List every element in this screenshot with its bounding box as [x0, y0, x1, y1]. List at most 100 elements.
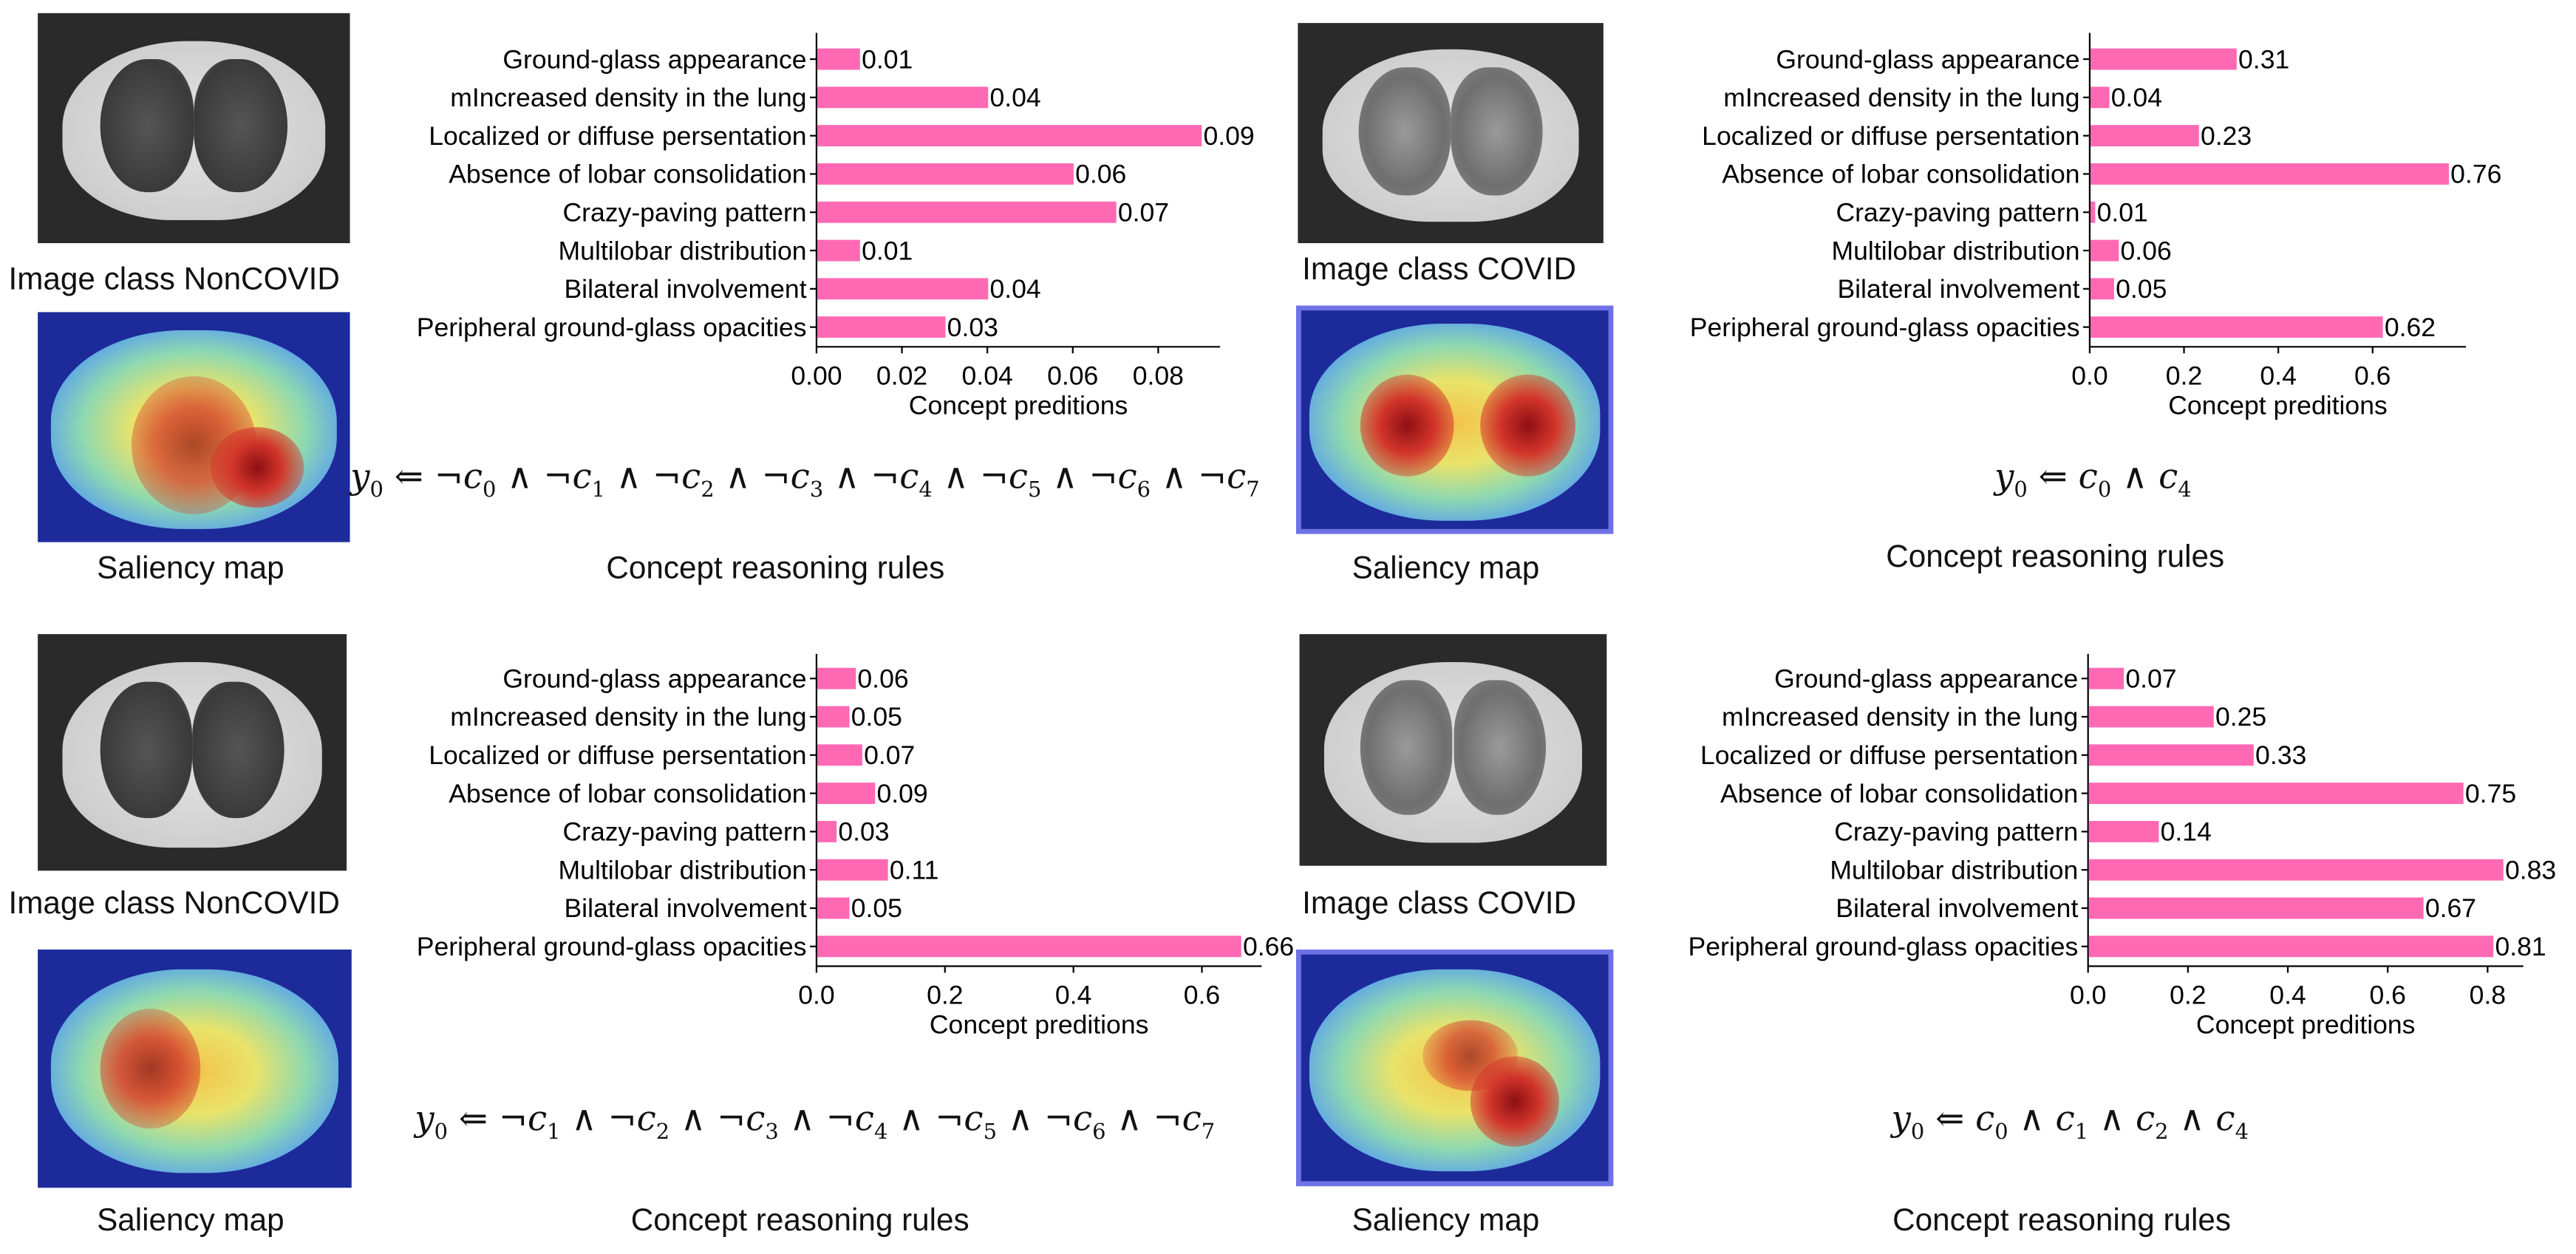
formula-term: ¬c1 [543, 457, 606, 503]
bar [817, 706, 850, 728]
formula-term: c0 [1975, 1099, 2008, 1145]
saliency-map-label: Saliency map [97, 551, 284, 587]
saliency-map-image [1296, 950, 1614, 1187]
formula-operator: ∧ [2008, 1099, 2056, 1139]
formula-operator: ∧ [560, 1099, 608, 1139]
value-label: 0.31 [2238, 44, 2289, 74]
formula-term: ¬c5 [935, 1099, 997, 1145]
formula-term: ¬c3 [717, 1099, 779, 1145]
reasoning-rule-formula: y0 ⇐ ¬c0 ∧ ¬c1 ∧ ¬c2 ∧ ¬c3 ∧ ¬c4 ∧ ¬c5 ∧… [350, 457, 1260, 503]
value-label: 0.75 [2465, 779, 2516, 808]
bar [817, 278, 989, 300]
category-label: Peripheral ground-glass opacities [1690, 313, 2080, 342]
category-label: Ground-glass appearance [502, 664, 806, 693]
formula-operator: ∧ [887, 1099, 936, 1139]
bar [817, 125, 1202, 147]
formula-operator: ∧ [996, 1099, 1044, 1139]
bar [2091, 163, 2449, 185]
formula-operator: ∧ [2088, 1099, 2136, 1139]
category-label: Bilateral involvement [564, 274, 806, 304]
formula-term: ¬c6 [1043, 1099, 1106, 1145]
ct-scan-image [38, 13, 350, 244]
category-label: Absence of lobar consolidation [449, 779, 806, 808]
bar [817, 316, 946, 338]
bar [2088, 744, 2254, 766]
value-label: 0.83 [2505, 855, 2556, 885]
formula-operator: ∧ [1105, 1099, 1154, 1139]
formula-term: ¬c0 [434, 457, 497, 503]
x-tick-label: 0.2 [927, 981, 963, 1010]
formula-operator: ⇐ [2027, 457, 2079, 497]
value-label: 0.03 [838, 817, 889, 847]
bar [2091, 125, 2199, 147]
image-class-label: Image class NonCOVID [8, 262, 340, 298]
formula-operator: ∧ [2168, 1099, 2216, 1139]
category-label: Absence of lobar consolidation [1722, 160, 2079, 189]
x-tick-label: 0.04 [962, 361, 1013, 390]
saliency-map-image [38, 312, 350, 542]
formula-term: ¬c5 [979, 457, 1042, 503]
value-label: 0.25 [2215, 702, 2266, 732]
value-label: 0.09 [876, 779, 927, 808]
formula-operator: ∧ [823, 457, 871, 497]
bar [2091, 48, 2237, 70]
value-label: 0.01 [862, 44, 913, 74]
saliency-map-image [38, 950, 352, 1188]
formula-term: c4 [2215, 1099, 2249, 1145]
bar [817, 239, 860, 262]
formula-term: ¬c4 [825, 1099, 888, 1145]
category-label: Multilobar distribution [559, 855, 807, 885]
x-tick-label: 0.2 [2166, 361, 2202, 390]
bar [817, 820, 837, 842]
category-label: mIncreased density in the lung [450, 83, 806, 112]
bar [2088, 783, 2464, 805]
category-label: Ground-glass appearance [1776, 44, 2079, 74]
category-label: Absence of lobar consolidation [449, 160, 806, 189]
category-label: Peripheral ground-glass opacities [417, 932, 807, 961]
bar [2091, 86, 2110, 109]
bar [2088, 897, 2424, 919]
bar [817, 936, 1241, 958]
bar [817, 163, 1074, 185]
x-tick-label: 0.0 [2071, 361, 2108, 390]
category-label: Localized or diffuse persentation [429, 121, 806, 151]
formula-operator: ∧ [605, 457, 652, 497]
reasoning-rule-formula: y0 ⇐ c0 ∧ c4 [1994, 457, 2192, 503]
formula-operator: ∧ [496, 457, 544, 497]
x-tick-label: 0.6 [1184, 981, 1220, 1010]
saliency-map-label: Saliency map [1352, 1204, 1540, 1239]
bar [2091, 239, 2119, 262]
category-label: Crazy-paving pattern [1834, 817, 2078, 847]
x-tick-label: 0.6 [2369, 981, 2405, 1010]
x-tick-label: 0.02 [876, 361, 927, 390]
x-tick-label: 0.0 [2070, 981, 2106, 1010]
category-label: Multilobar distribution [1830, 855, 2078, 885]
category-label: Multilobar distribution [559, 236, 807, 265]
value-label: 0.62 [2385, 313, 2436, 342]
category-label: Peripheral ground-glass opacities [1689, 932, 2079, 961]
ct-scan-image [1298, 23, 1604, 244]
x-tick-label: 0.8 [2470, 981, 2506, 1010]
formula-operator: ∧ [932, 457, 980, 497]
value-label: 0.76 [2450, 160, 2501, 189]
formula-term: ¬c7 [1197, 457, 1260, 503]
bar [817, 48, 860, 70]
category-label: Ground-glass appearance [1774, 664, 2078, 693]
value-label: 0.33 [2255, 740, 2306, 770]
category-label: Ground-glass appearance [502, 44, 806, 74]
bar [817, 783, 876, 805]
x-tick-label: 0.4 [2269, 981, 2306, 1010]
formula-term: y0 [415, 1099, 449, 1145]
value-label: 0.07 [2125, 664, 2176, 693]
x-tick-label: 0.2 [2170, 981, 2206, 1010]
x-tick-label: 0.6 [2354, 361, 2391, 390]
reasoning-rule-formula: y0 ⇐ c0 ∧ c1 ∧ c2 ∧ c4 [1891, 1099, 2249, 1145]
value-label: 0.09 [1203, 121, 1254, 151]
category-label: Bilateral involvement [564, 893, 806, 923]
bar [817, 667, 856, 689]
bar [2088, 667, 2124, 689]
formula-operator: ⇐ [1924, 1099, 1976, 1139]
x-tick-label: 0.4 [1055, 981, 1091, 1010]
formula-operator: ∧ [1151, 457, 1198, 497]
